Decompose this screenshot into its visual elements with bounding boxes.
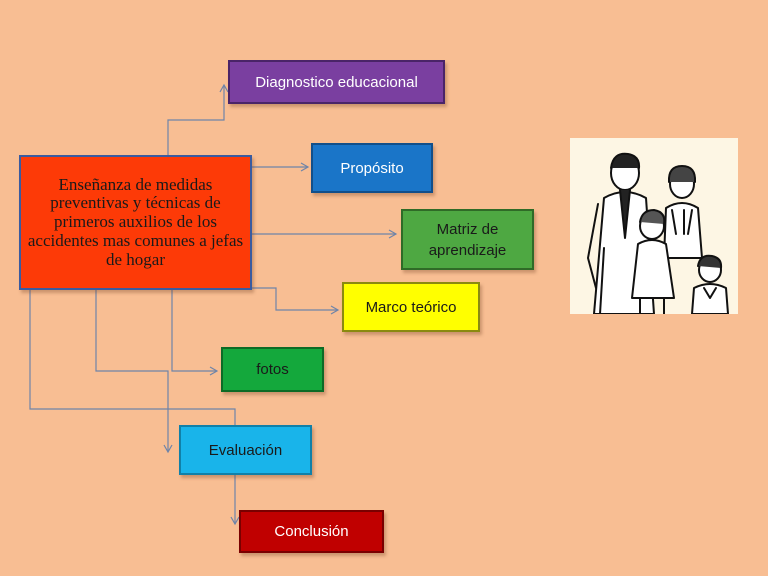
node-label: Conclusión [274,523,349,540]
family-illustration [570,138,738,315]
node-marco-teorico[interactable]: Marco teórico [342,282,480,332]
node-proposito[interactable]: Propósito [311,143,433,193]
node-matriz-de-aprendizaje[interactable]: Matriz de aprendizaje [401,209,534,270]
node-fotos[interactable]: fotos [221,347,324,392]
node-label: Propósito [340,159,404,177]
central-topic-text: Enseñanza de medidas preventivas y técni… [27,174,244,269]
arrow-to-diagnostico [167,83,229,155]
node-conclusion[interactable]: Conclusión [239,510,384,553]
node-diagnostico-educacional[interactable]: Diagnostico educacional [228,60,445,104]
node-label: Evaluación [208,441,283,459]
arrow-to-evaluacion [95,290,173,454]
arrow-to-fotos [171,290,219,376]
family-icon [587,152,729,315]
central-topic-box[interactable]: Enseñanza de medidas preventivas y técni… [19,155,252,290]
node-label: Diagnostico educacional [255,73,418,91]
node-label: fotos [256,361,289,378]
arrow-to-conclusion [29,290,240,526]
arrow-to-marco [252,287,340,315]
node-label: Matriz de aprendizaje [428,220,507,259]
node-evaluacion[interactable]: Evaluación [179,425,312,475]
node-label: Marco teórico [365,298,457,316]
